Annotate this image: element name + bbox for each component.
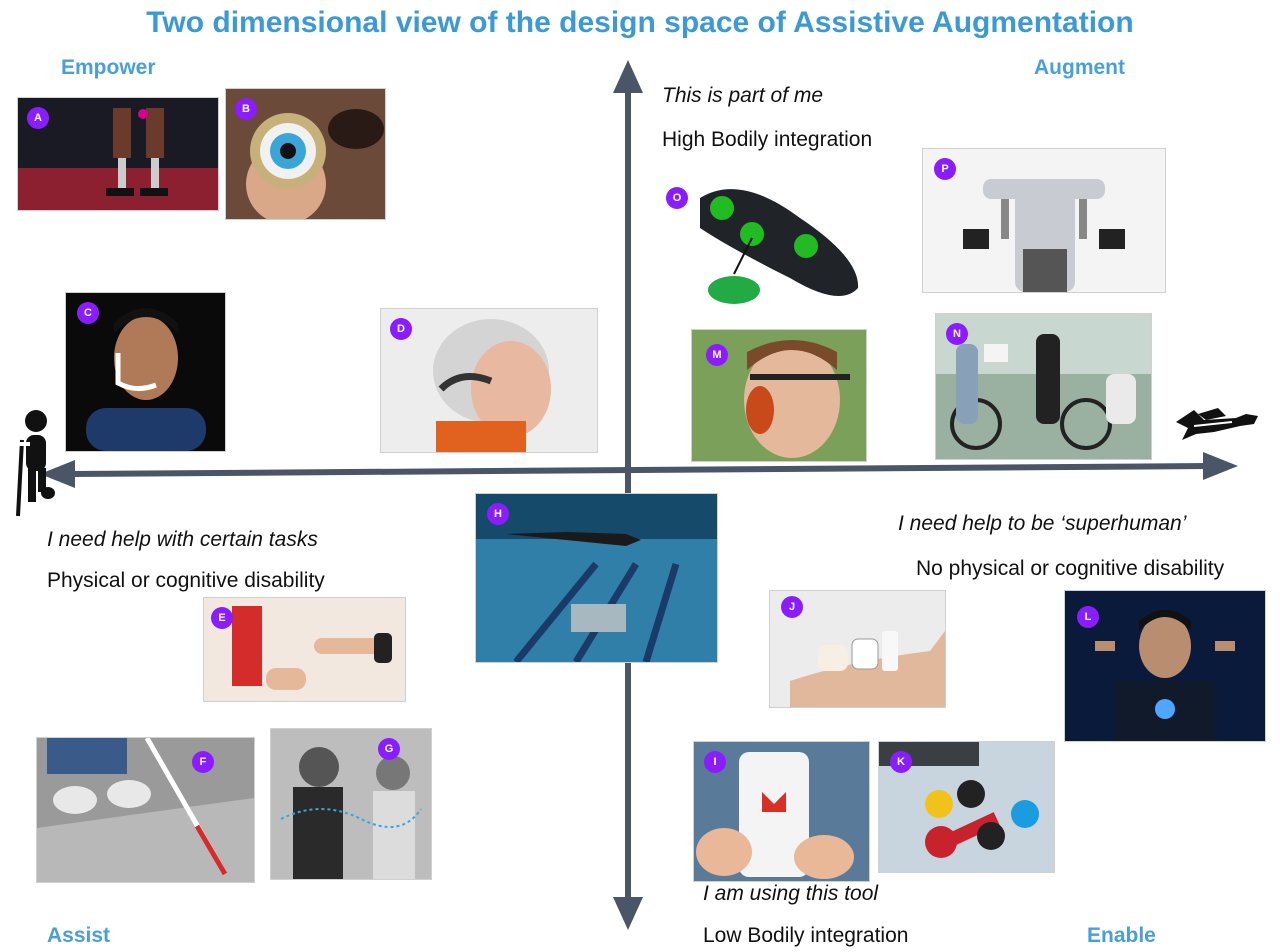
photo-d-headset-woman [380, 308, 598, 453]
label-badge-l: L [1077, 606, 1099, 628]
caption-bottom-desc: Low Bodily integration [703, 924, 909, 947]
photo-n-bicycle-group [935, 313, 1152, 460]
caption-top-quote: This is part of me [662, 84, 824, 107]
label-badge-b: B [235, 98, 257, 120]
label-badge-k: K [890, 751, 912, 773]
caption-top-desc: High Bodily integration [662, 128, 873, 151]
label-badge-d: D [390, 318, 412, 340]
label-badge-j: J [781, 596, 803, 618]
label-badge-c: C [77, 302, 99, 324]
label-badge-e: E [211, 607, 233, 629]
label-badge-p: P [934, 158, 956, 180]
caption-left-quote: I need help with certain tasks [47, 528, 318, 551]
quadrant-label-assist: Assist [47, 924, 111, 947]
quadrant-label-enable: Enable [1087, 924, 1156, 947]
diagram-title: Two dimensional view of the design space… [146, 6, 1134, 39]
quadrant-label-augment: Augment [1034, 56, 1125, 79]
label-badge-g: G [378, 738, 400, 760]
photo-i-phone-email [693, 741, 870, 882]
label-badge-o: O [666, 187, 688, 209]
photo-f-white-cane [36, 737, 255, 883]
photo-p-robotic-arms [922, 148, 1166, 293]
label-badge-h: H [487, 503, 509, 525]
axis-arrow-down [613, 897, 643, 930]
photo-h-underwater-swimmer [475, 493, 718, 663]
label-badge-n: N [946, 323, 968, 345]
axis-arrow-up [613, 60, 643, 93]
photo-l-wearable-camera [1064, 590, 1266, 742]
photo-o-shoe-insole [690, 178, 865, 311]
photo-a-prosthetic-legs [17, 97, 219, 211]
caption-right-quote: I need help to be ‘superhuman’ [898, 512, 1187, 535]
label-badge-a: A [27, 107, 49, 129]
superhero-flying-icon [1176, 408, 1258, 440]
axis-arrow-left [40, 460, 75, 488]
caption-right-desc: No physical or cognitive disability [916, 557, 1225, 580]
horizontal-axis [69, 463, 1211, 477]
photo-e-finger-reader [203, 597, 406, 702]
photo-j-palm-sensors [769, 590, 946, 708]
quadrant-label-empower: Empower [61, 56, 156, 79]
label-badge-m: M [706, 344, 728, 366]
caption-left-desc: Physical or cognitive disability [47, 569, 325, 592]
photo-b-bionic-eye [225, 88, 386, 220]
axis-arrow-right [1203, 452, 1238, 480]
label-badge-f: F [192, 751, 214, 773]
caption-bottom-quote: I am using this tool [703, 882, 879, 905]
person-with-crutch-icon [16, 410, 55, 517]
label-badge-i: I [704, 751, 726, 773]
photo-g-communicating [270, 728, 432, 880]
